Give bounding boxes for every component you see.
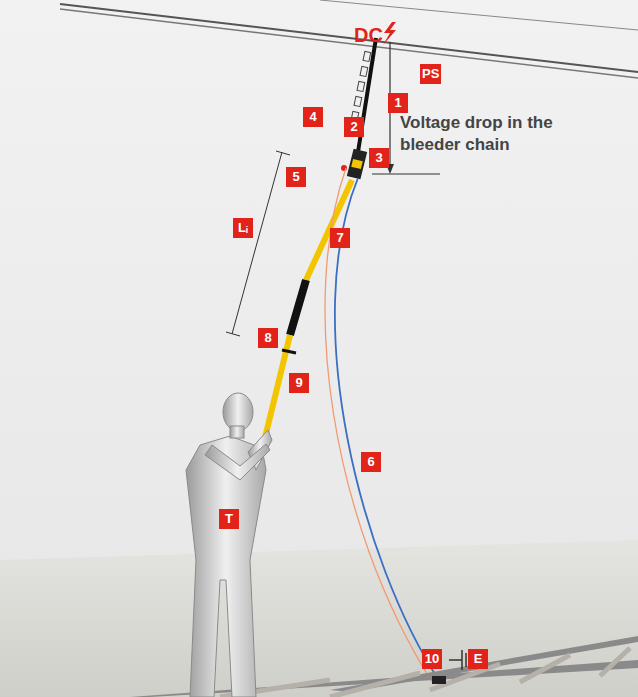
- callout-number: 5: [292, 169, 299, 184]
- callout-badge: 3: [369, 148, 389, 168]
- detector-device: [347, 149, 367, 180]
- insulating-pole: [290, 280, 306, 335]
- dimension-tick: [372, 173, 440, 174]
- callout-badge: 4: [303, 107, 323, 127]
- callout-badge: 1: [388, 93, 408, 113]
- hand-guard: [282, 350, 296, 353]
- callout-number: T: [225, 511, 233, 526]
- callout-badge: PS: [420, 64, 441, 84]
- indicator-lamp: [341, 165, 347, 171]
- callout-badge: 8: [258, 328, 278, 348]
- callout-badge: T: [219, 509, 239, 529]
- voltage-type-label: DC: [354, 22, 394, 48]
- annotation-text: Voltage drop in the bleeder chain: [400, 112, 578, 156]
- callout-badge: 2: [344, 117, 364, 137]
- dimension-tick: [276, 151, 290, 155]
- callout-number: 4: [309, 109, 316, 124]
- contact-wire: [60, 9, 638, 78]
- measuring-cable: [325, 168, 432, 682]
- operator-figure: [186, 393, 272, 697]
- callout-number: Lᵢ: [238, 220, 248, 235]
- earth-clamp: [432, 676, 446, 684]
- contact-wire: [60, 4, 638, 72]
- callout-number: 10: [425, 651, 439, 666]
- earth-symbol: [449, 650, 470, 670]
- callout-badge: 10: [422, 649, 442, 669]
- lightning-symbol: [383, 22, 396, 45]
- insulating-pole: [306, 180, 352, 280]
- dimension-line: [232, 152, 282, 334]
- callout-number: 8: [264, 330, 271, 345]
- callout-number: PS: [422, 66, 439, 81]
- dimension-tick: [226, 332, 240, 336]
- callout-badge: 5: [286, 167, 306, 187]
- callout-badge: 7: [330, 228, 350, 248]
- detector-device: [351, 159, 363, 169]
- callout-number: 3: [375, 150, 382, 165]
- callout-number: 7: [336, 230, 343, 245]
- callout-number: E: [474, 651, 483, 666]
- callout-badge: E: [468, 649, 488, 669]
- callout-badge: 6: [361, 452, 381, 472]
- callout-badge: 9: [289, 373, 309, 393]
- callout-badge: Lᵢ: [233, 218, 253, 238]
- callout-number: 1: [394, 95, 401, 110]
- ground: [0, 540, 638, 697]
- callout-number: 2: [350, 119, 357, 134]
- callout-number: 9: [295, 375, 302, 390]
- earthing-cable: [335, 178, 440, 682]
- callout-number: 6: [367, 454, 374, 469]
